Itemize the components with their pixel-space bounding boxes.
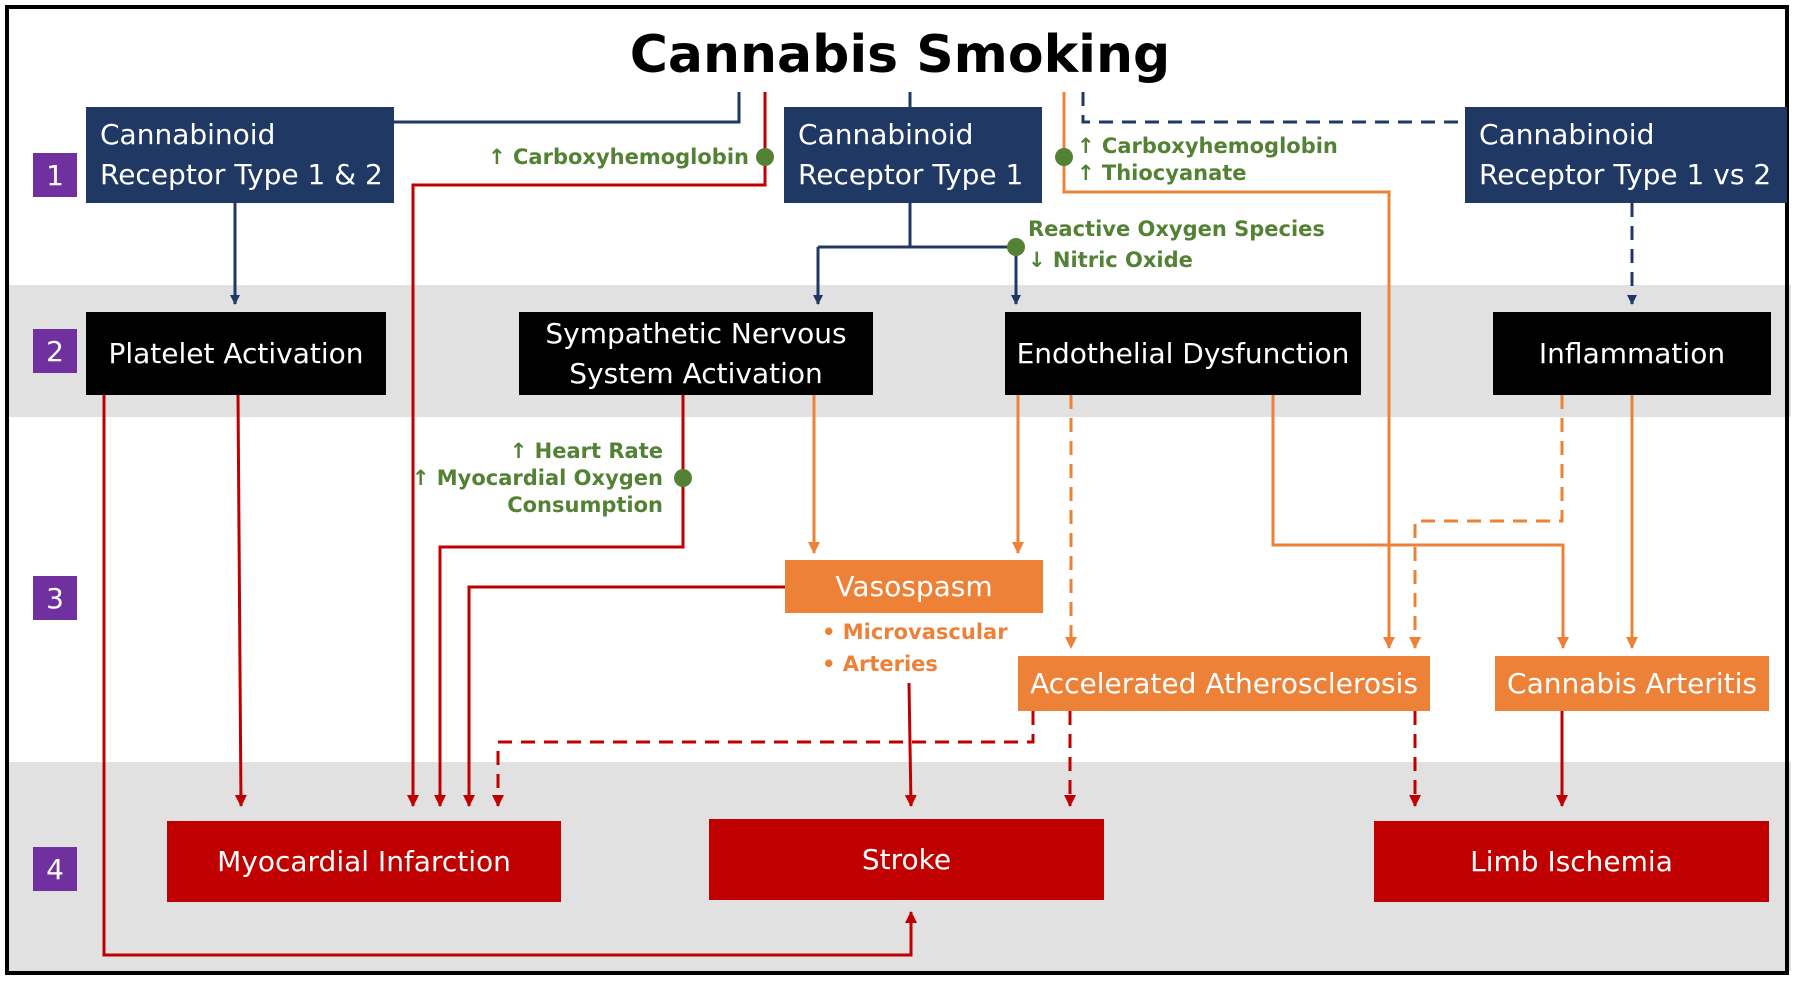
connector-platelet-to-mi xyxy=(234,394,247,807)
level-badge-2: 2 xyxy=(33,329,77,373)
vasospasm-bullet-microvascular: • Microvascular xyxy=(822,620,1008,644)
note-carboxyhemoglobin-left: ↑ Carboxyhemoglobin xyxy=(488,145,749,169)
note-heart-rate: ↑ Heart Rate xyxy=(509,439,663,463)
connector-smoking-to-mi xyxy=(407,92,767,807)
vasospasm-bullet-arteries: • Arteries xyxy=(822,652,938,676)
limb-ischemia-box: Limb Ischemia xyxy=(1374,821,1769,902)
cannabis-arteritis-box: Cannabis Arteritis xyxy=(1495,656,1769,711)
level-badge-4: 4 xyxy=(33,847,77,891)
note-nitric-oxide: ↓ Nitric Oxide xyxy=(1028,248,1193,272)
connector-cb1-split xyxy=(818,203,1016,249)
myocardial-infarction-box: Myocardial Infarction xyxy=(167,821,561,902)
connector-smoking-to-cb12 xyxy=(394,92,741,124)
connector-smoking-to-athero xyxy=(1062,92,1395,649)
platelet-activation-box: Platelet Activation xyxy=(86,312,386,395)
note-reactive-oxygen-species: Reactive Oxygen Species xyxy=(1028,217,1325,241)
vasospasm-box: Vasospasm xyxy=(785,560,1043,613)
annotation-dot-heart-rate xyxy=(674,469,692,487)
note-carboxyhemoglobin-right: ↑ Carboxyhemoglobin xyxy=(1077,134,1338,158)
sympathetic-activation-box: Sympathetic Nervous System Activation xyxy=(519,312,873,395)
connector-platelet-to-stroke xyxy=(102,395,917,957)
connector-smoking-to-cb1v2 xyxy=(1081,92,1465,124)
connector-vasospasm-to-mi xyxy=(463,585,785,807)
note-thiocyanate: ↑ Thiocyanate xyxy=(1077,161,1247,185)
inflammation-box: Inflammation xyxy=(1493,312,1771,395)
endothelial-dysfunction-box: Endothelial Dysfunction xyxy=(1005,312,1361,395)
stroke-box: Stroke xyxy=(709,819,1104,900)
annotation-dot-carboxy-right xyxy=(1055,148,1073,166)
connector-endothelial-to-arteritis xyxy=(1271,395,1569,649)
note-consumption: Consumption xyxy=(507,493,663,517)
level-badge-3: 3 xyxy=(33,576,77,620)
receptor-cb1-box: Cannabinoid Receptor Type 1 xyxy=(784,107,1042,203)
level-badge-1: 1 xyxy=(33,153,77,197)
receptor-cb12-box: Cannabinoid Receptor Type 1 & 2 xyxy=(86,107,394,203)
note-myocardial-oxygen: ↑ Myocardial Oxygen xyxy=(411,466,663,490)
diagram-frame xyxy=(5,5,1789,975)
annotation-dot-ros xyxy=(1007,238,1025,256)
receptor-cb1-vs-2-box: Cannabinoid Receptor Type 1 vs 2 xyxy=(1465,107,1787,203)
annotation-dot-carboxy-left xyxy=(756,148,774,166)
connector-athero-to-mi xyxy=(492,711,1035,807)
diagram-title: Cannabis Smoking xyxy=(629,25,1171,85)
connector-vasospasm-to-stroke xyxy=(904,682,917,807)
accelerated-atherosclerosis-box: Accelerated Atherosclerosis xyxy=(1018,656,1430,711)
